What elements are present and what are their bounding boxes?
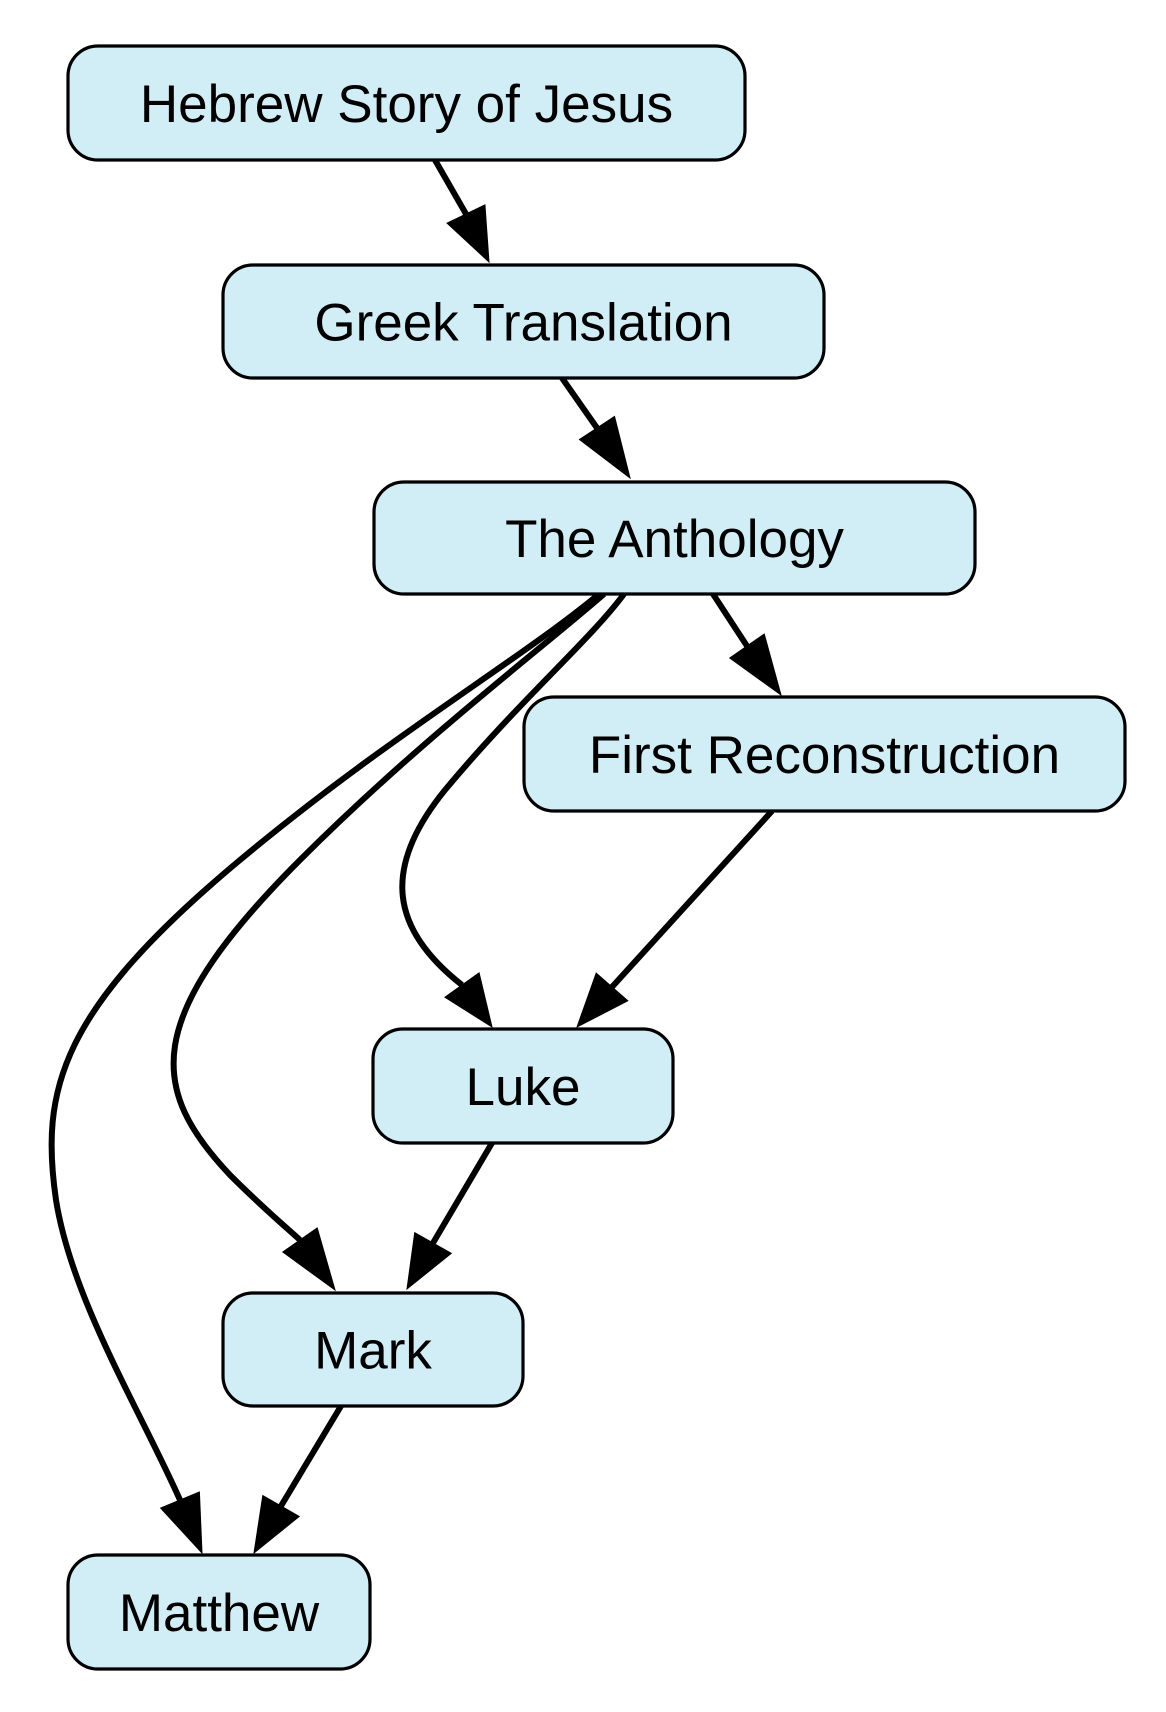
- node-label: First Reconstruction: [589, 726, 1060, 785]
- arrowhead-icon: [253, 1494, 301, 1555]
- edge-anthology-to-mark: [170, 591, 606, 1292]
- node-label: Matthew: [119, 1584, 320, 1643]
- edge-line: [48, 591, 601, 1502]
- node-label: The Anthology: [505, 510, 844, 569]
- node-hebrew-story-of-jesus: Hebrew Story of Jesus: [66, 44, 747, 162]
- arrowhead-icon: [281, 1227, 336, 1292]
- node-box: [221, 1291, 525, 1408]
- edge-line: [432, 158, 469, 216]
- node-first-reconstruction: First Reconstruction: [522, 695, 1127, 813]
- edge-line: [430, 1141, 495, 1245]
- node-label: Luke: [466, 1058, 581, 1117]
- node-box: [66, 44, 747, 162]
- nodes-layer: Hebrew Story of Jesus Greek Translation …: [66, 44, 1127, 1671]
- edge-line: [170, 591, 606, 1243]
- node-label: Greek Translation: [314, 294, 732, 353]
- arrowhead-icon: [406, 1231, 453, 1291]
- edge-line: [609, 808, 775, 990]
- node-box: [66, 1553, 372, 1671]
- node-label: Mark: [314, 1322, 432, 1381]
- node-luke: Luke: [371, 1027, 675, 1145]
- node-box: [372, 480, 977, 596]
- edge-luke-to-mark: [406, 1141, 495, 1291]
- node-box: [221, 263, 826, 380]
- edge-hebrew-to-greek: [432, 158, 490, 264]
- edge-mark-to-matthew: [253, 1404, 344, 1555]
- edge-greek-to-anthology: [559, 376, 631, 480]
- edge-anthology-to-first-reconstruction: [710, 592, 782, 697]
- arrowhead-icon: [578, 415, 631, 480]
- arrowhead-icon: [446, 204, 490, 264]
- edge-line: [399, 592, 627, 988]
- arrowhead-icon: [444, 971, 493, 1029]
- edge-line: [559, 376, 600, 430]
- edges-layer: [48, 158, 782, 1555]
- node-matthew: Matthew: [66, 1553, 372, 1671]
- node-box: [522, 695, 1127, 813]
- arrowhead-icon: [159, 1491, 203, 1555]
- node-the-anthology: The Anthology: [372, 480, 977, 596]
- node-greek-translation: Greek Translation: [221, 263, 826, 380]
- edge-line: [710, 592, 750, 648]
- arrowhead-icon: [576, 972, 629, 1029]
- edge-anthology-to-matthew: [48, 591, 601, 1555]
- edge-line: [278, 1404, 344, 1508]
- node-mark: Mark: [221, 1291, 525, 1408]
- edge-first-reconstruction-to-luke: [576, 808, 775, 1029]
- arrowhead-icon: [728, 633, 782, 697]
- node-label: Hebrew Story of Jesus: [140, 75, 673, 134]
- node-box: [371, 1027, 675, 1145]
- edge-anthology-to-luke: [399, 592, 627, 1029]
